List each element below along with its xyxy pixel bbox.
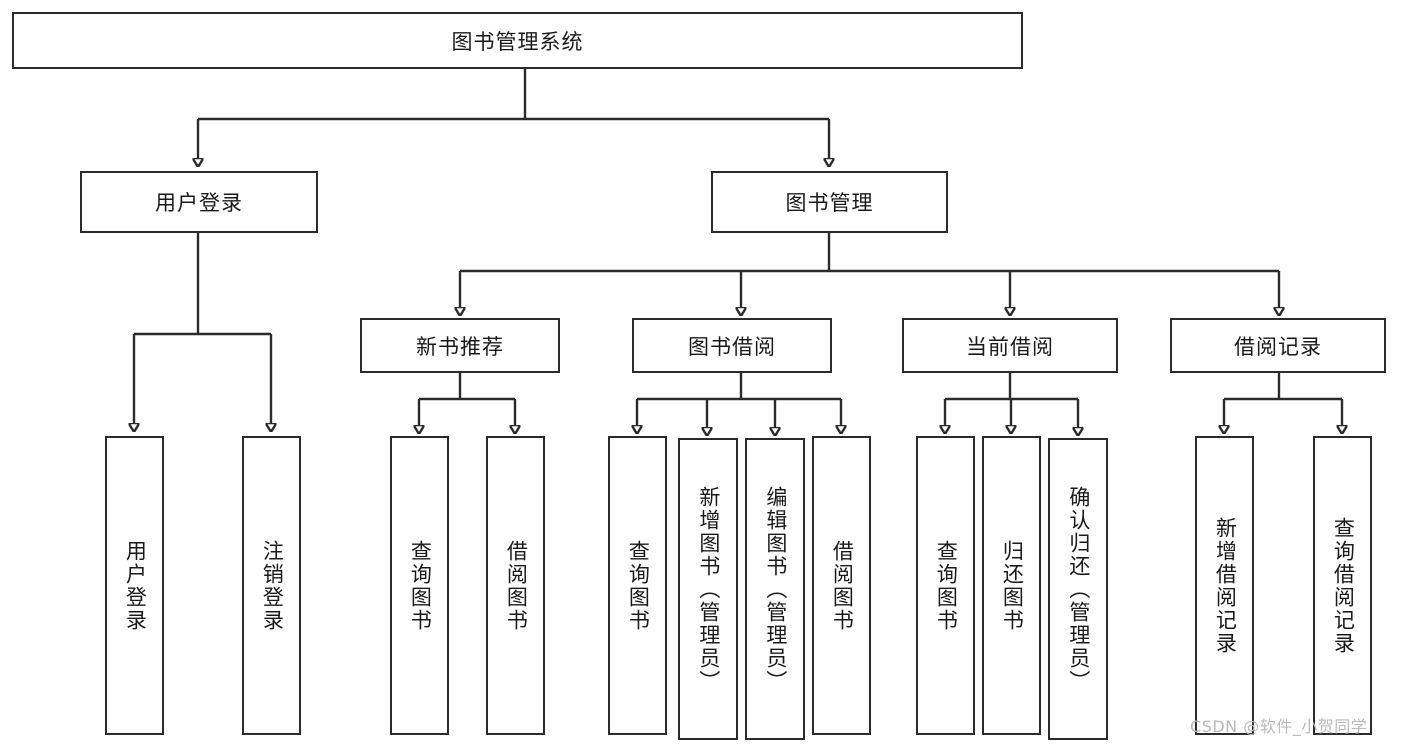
node-label: 注销登录: [260, 539, 285, 632]
node-label: 图书管理系统: [451, 29, 584, 54]
node-user-login[interactable]: 用户登录: [80, 171, 318, 233]
node-label: 查询图书: [934, 539, 959, 632]
node-label: 新增图书（管理员）: [696, 485, 721, 693]
node-label: 归还图书: [1000, 539, 1025, 632]
leaf-borrow-borrow-book[interactable]: 借阅图书: [812, 436, 871, 735]
node-label: 图书借阅: [688, 334, 776, 359]
leaf-record-add-borrow-record[interactable]: 新增借阅记录: [1195, 436, 1254, 735]
leaf-user-login[interactable]: 用户登录: [105, 436, 164, 735]
node-label: 确认归还（管理员）: [1066, 485, 1091, 693]
leaf-borrow-edit-book-admin[interactable]: 编辑图书（管理员）: [745, 438, 805, 740]
node-label: 借阅记录: [1234, 334, 1322, 359]
leaf-current-confirm-return-admin[interactable]: 确认归还（管理员）: [1048, 438, 1108, 740]
node-label: 新书推荐: [416, 334, 504, 359]
node-root-library-system[interactable]: 图书管理系统: [12, 12, 1023, 69]
node-label: 编辑图书（管理员）: [763, 485, 788, 693]
node-label: 借阅图书: [830, 539, 855, 632]
node-label: 查询图书: [408, 539, 433, 632]
leaf-record-query-borrow-record[interactable]: 查询借阅记录: [1313, 436, 1372, 735]
leaf-borrow-add-book-admin[interactable]: 新增图书（管理员）: [678, 438, 738, 740]
node-current-borrow[interactable]: 当前借阅: [902, 318, 1118, 373]
node-new-book-recommend[interactable]: 新书推荐: [360, 318, 560, 373]
node-borrow-record[interactable]: 借阅记录: [1170, 318, 1386, 373]
node-label: 用户登录: [155, 191, 243, 215]
node-book-borrow[interactable]: 图书借阅: [632, 318, 832, 373]
node-label: 借阅图书: [504, 539, 529, 632]
leaf-recommend-query-book[interactable]: 查询图书: [390, 436, 449, 735]
node-label: 查询借阅记录: [1331, 516, 1356, 655]
watermark-text: CSDN @软件_小贺同学: [1190, 717, 1368, 736]
leaf-current-query-book[interactable]: 查询图书: [916, 436, 975, 735]
leaf-borrow-query-book[interactable]: 查询图书: [608, 436, 667, 735]
leaf-current-return-book[interactable]: 归还图书: [982, 436, 1041, 735]
node-label: 当前借阅: [966, 334, 1054, 359]
leaf-logout[interactable]: 注销登录: [242, 436, 301, 735]
node-label: 新增借阅记录: [1213, 516, 1238, 655]
leaf-recommend-borrow-book[interactable]: 借阅图书: [486, 436, 545, 735]
node-label: 图书管理: [785, 191, 874, 215]
node-label: 用户登录: [123, 539, 148, 632]
node-label: 查询图书: [626, 539, 651, 632]
node-book-management[interactable]: 图书管理: [711, 171, 948, 233]
